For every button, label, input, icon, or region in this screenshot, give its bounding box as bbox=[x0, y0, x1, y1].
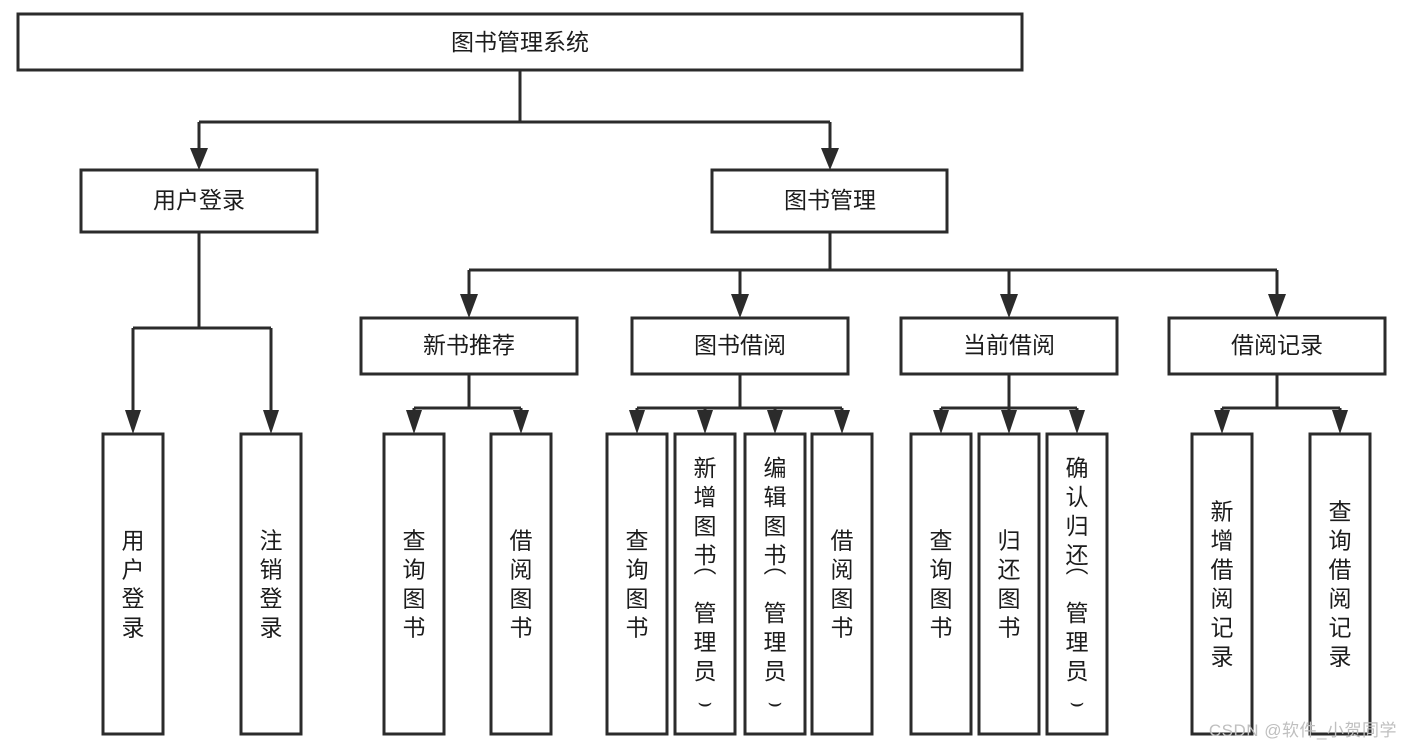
node-borrow-record-label: 借阅记录 bbox=[1231, 332, 1323, 358]
connectors-book-borrow-to-leaves bbox=[629, 374, 850, 434]
leaf-book-borrow-query-label: 查询图书 bbox=[626, 528, 649, 641]
leaf-book-borrow-query[interactable]: 查询图书 bbox=[605, 432, 669, 736]
arrow-icon-book-borrow-leaf-2 bbox=[697, 410, 713, 434]
leaf-current-borrow-return-box[interactable] bbox=[977, 432, 1041, 736]
leaf-borrow-record-query[interactable]: 查询借阅记录 bbox=[1308, 432, 1372, 736]
node-user-login[interactable]: 用户登录 bbox=[79, 168, 319, 234]
leaf-user-login-login-box[interactable] bbox=[101, 432, 165, 736]
leaf-borrow-record-add-label: 新增借阅记录 bbox=[1211, 499, 1234, 670]
node-current-borrow-label: 当前借阅 bbox=[963, 332, 1055, 358]
leaf-current-borrow-query-box[interactable] bbox=[909, 432, 973, 736]
arrow-icon-to-book-borrow bbox=[731, 294, 749, 318]
leaf-current-borrow-confirm-label: 确认归还⌒管理员⌣ bbox=[1066, 455, 1089, 715]
connectors-borrow-record-to-leaves bbox=[1214, 374, 1348, 434]
node-new-book-recommend[interactable]: 新书推荐 bbox=[359, 316, 579, 376]
node-new-book-recommend-label: 新书推荐 bbox=[423, 332, 515, 358]
node-current-borrow[interactable]: 当前借阅 bbox=[899, 316, 1119, 376]
leaf-book-borrow-borrow-box[interactable] bbox=[810, 432, 874, 736]
leaf-current-borrow-query[interactable]: 查询图书 bbox=[909, 432, 973, 736]
leaf-user-login-logout[interactable]: 注销登录 bbox=[239, 432, 303, 736]
leaf-book-borrow-borrow[interactable]: 借阅图书 bbox=[810, 432, 874, 736]
arrow-icon-new-book-leaf-2 bbox=[513, 410, 529, 434]
leaf-current-borrow-return[interactable]: 归还图书 bbox=[977, 432, 1041, 736]
leaf-book-borrow-add-label: 新增图书⌒管理员⌣ bbox=[694, 455, 717, 715]
arrow-icon-borrow-record-leaf-2 bbox=[1332, 410, 1348, 434]
arrow-icon-current-borrow-leaf-2 bbox=[1001, 410, 1017, 434]
arrow-icon-book-borrow-leaf-1 bbox=[629, 410, 645, 434]
arrow-icon-to-user-login bbox=[190, 148, 208, 170]
arrow-icon-book-borrow-leaf-3 bbox=[767, 410, 783, 434]
arrow-icon-user-login-leaf-1 bbox=[125, 410, 141, 434]
node-new-book-recommend-box[interactable] bbox=[359, 316, 579, 376]
arrow-icon-current-borrow-leaf-1 bbox=[933, 410, 949, 434]
node-book-manage-box[interactable] bbox=[710, 168, 949, 234]
connectors-current-borrow-to-leaves bbox=[933, 374, 1085, 434]
node-book-borrow-box[interactable] bbox=[630, 316, 850, 376]
leaf-book-borrow-add-box[interactable] bbox=[673, 432, 737, 736]
node-user-login-label: 用户登录 bbox=[153, 187, 245, 213]
node-borrow-record-box[interactable] bbox=[1167, 316, 1387, 376]
leaf-user-login-login[interactable]: 用户登录 bbox=[101, 432, 165, 736]
arrow-icon-borrow-record-leaf-1 bbox=[1214, 410, 1230, 434]
leaf-new-book-borrow-box[interactable] bbox=[489, 432, 553, 736]
leaf-borrow-record-add[interactable]: 新增借阅记录 bbox=[1190, 432, 1254, 736]
arrow-icon-new-book-leaf-1 bbox=[406, 410, 422, 434]
leaf-current-borrow-confirm-box[interactable] bbox=[1045, 432, 1109, 736]
leaf-book-borrow-add[interactable]: 新增图书⌒管理员⌣ bbox=[673, 432, 737, 736]
arrow-icon-book-borrow-leaf-4 bbox=[834, 410, 850, 434]
leaf-new-book-query-box[interactable] bbox=[382, 432, 446, 736]
arrow-icon-to-borrow-record bbox=[1268, 294, 1286, 318]
node-book-borrow-label: 图书借阅 bbox=[694, 332, 786, 358]
leaf-new-book-borrow[interactable]: 借阅图书 bbox=[489, 432, 553, 736]
leaf-new-book-query[interactable]: 查询图书 bbox=[382, 432, 446, 736]
node-book-borrow[interactable]: 图书借阅 bbox=[630, 316, 850, 376]
leaf-user-login-logout-box[interactable] bbox=[239, 432, 303, 736]
leaf-current-borrow-return-label: 归还图书 bbox=[998, 528, 1021, 641]
node-root-system[interactable]: 图书管理系统 bbox=[16, 12, 1024, 72]
arrow-icon-user-login-leaf-2 bbox=[263, 410, 279, 434]
leaf-new-book-borrow-label: 借阅图书 bbox=[510, 528, 533, 641]
leaf-borrow-record-query-label: 查询借阅记录 bbox=[1329, 499, 1352, 670]
leaf-new-book-query-label: 查询图书 bbox=[403, 528, 426, 641]
connectors-root-to-level2 bbox=[190, 70, 839, 170]
node-current-borrow-box[interactable] bbox=[899, 316, 1119, 376]
connectors-user-login-to-leaves bbox=[125, 232, 279, 434]
arrow-icon-to-book-manage bbox=[821, 148, 839, 170]
leaf-book-borrow-edit-box[interactable] bbox=[743, 432, 807, 736]
node-book-manage-label: 图书管理 bbox=[784, 187, 876, 213]
leaf-book-borrow-edit[interactable]: 编辑图书⌒管理员⌣ bbox=[743, 432, 807, 736]
node-root-box[interactable] bbox=[16, 12, 1024, 72]
leaf-borrow-record-add-box[interactable] bbox=[1190, 432, 1254, 736]
arrow-icon-to-new-book bbox=[460, 294, 478, 318]
node-borrow-record[interactable]: 借阅记录 bbox=[1167, 316, 1387, 376]
leaf-current-borrow-confirm[interactable]: 确认归还⌒管理员⌣ bbox=[1045, 432, 1109, 736]
leaf-book-borrow-borrow-label: 借阅图书 bbox=[831, 528, 854, 641]
node-root-label: 图书管理系统 bbox=[451, 29, 589, 55]
connectors-new-book-to-leaves bbox=[406, 374, 529, 434]
leaf-user-login-login-label: 用户登录 bbox=[122, 528, 145, 641]
connectors-book-manage-to-level3 bbox=[460, 232, 1286, 318]
leaf-user-login-logout-label: 注销登录 bbox=[260, 528, 283, 641]
leaf-book-borrow-query-box[interactable] bbox=[605, 432, 669, 736]
leaf-book-borrow-edit-label: 编辑图书⌒管理员⌣ bbox=[764, 455, 787, 715]
arrow-icon-current-borrow-leaf-3 bbox=[1069, 410, 1085, 434]
leaf-current-borrow-query-label: 查询图书 bbox=[930, 528, 953, 641]
leaf-borrow-record-query-box[interactable] bbox=[1308, 432, 1372, 736]
arrow-icon-to-current-borrow bbox=[1000, 294, 1018, 318]
node-book-manage[interactable]: 图书管理 bbox=[710, 168, 949, 234]
